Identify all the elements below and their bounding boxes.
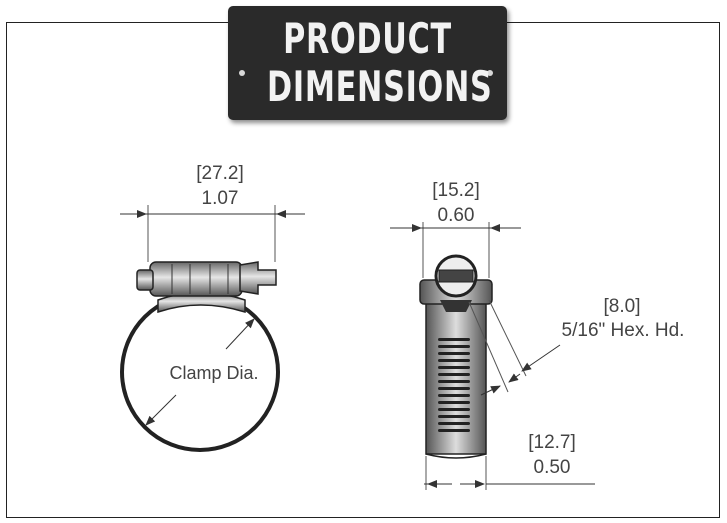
screw-right-icon	[487, 70, 493, 76]
diameter-arrow-b	[225, 318, 255, 350]
diameter-arrow-a	[145, 394, 177, 426]
hex-head	[239, 261, 277, 295]
band-width-mm: [12.7]	[528, 432, 576, 453]
left-clamp-view	[120, 205, 305, 452]
screw-left-icon	[239, 70, 245, 76]
hex-label: 5/16" Hex. Hd.	[561, 320, 685, 341]
title-line-2: DIMENSIONS	[267, 62, 493, 111]
band-width-in: 0.50	[533, 457, 571, 478]
title-line-1: PRODUCT	[283, 14, 452, 63]
clamp-dia-label: Clamp Dia.	[169, 363, 259, 383]
screw-end	[136, 269, 154, 291]
right-clamp-view	[390, 222, 595, 490]
left-width-mm: [27.2]	[196, 163, 244, 184]
band-perforations	[438, 338, 470, 432]
hex-mm: [8.0]	[603, 296, 641, 317]
left-width-in: 1.07	[201, 188, 239, 209]
band-side	[425, 301, 487, 455]
title-plaque: PRODUCT DIMENSIONS	[228, 6, 507, 120]
right-width-mm: [15.2]	[432, 180, 480, 201]
right-width-in: 0.60	[437, 205, 475, 226]
